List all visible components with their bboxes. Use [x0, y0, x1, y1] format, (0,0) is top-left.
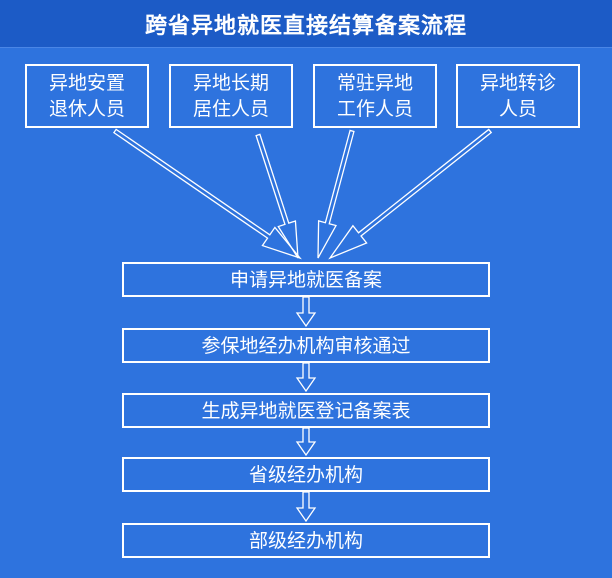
- arrow-step-1: [295, 296, 317, 328]
- arrow-step-2: [295, 362, 317, 393]
- source-box-resident-workers: 常驻异地工作人员: [313, 64, 437, 128]
- source-label: 异地安置: [48, 72, 125, 94]
- diagram-title: 跨省异地就医直接结算备案流程: [0, 0, 612, 48]
- source-label: 退休人员: [48, 98, 125, 120]
- source-label: 人员: [498, 98, 537, 120]
- source-label: 异地长期: [192, 72, 269, 94]
- source-label: 常驻异地: [336, 72, 413, 94]
- source-label: 工作人员: [336, 98, 413, 120]
- step-provincial: 省级经办机构: [122, 457, 490, 492]
- source-box-referral-patients: 异地转诊人员: [456, 64, 580, 128]
- arrow-source-2: [255, 133, 299, 259]
- step-register-form: 生成异地就医登记备案表: [122, 393, 490, 428]
- source-label: 居住人员: [192, 98, 269, 120]
- source-box-resettled-retirees: 异地安置退休人员: [25, 64, 149, 128]
- arrow-source-1: [112, 128, 302, 260]
- step-ministry: 部级经办机构: [122, 523, 490, 558]
- source-label: 异地转诊: [479, 72, 556, 94]
- arrow-step-3: [295, 427, 317, 457]
- step-apply: 申请异地就医备案: [122, 262, 490, 297]
- step-review: 参保地经办机构审核通过: [122, 328, 490, 363]
- source-box-long-term-residents: 异地长期居住人员: [169, 64, 293, 128]
- arrow-step-4: [295, 491, 317, 523]
- arrow-source-4: [328, 128, 493, 260]
- arrow-source-3: [317, 129, 355, 259]
